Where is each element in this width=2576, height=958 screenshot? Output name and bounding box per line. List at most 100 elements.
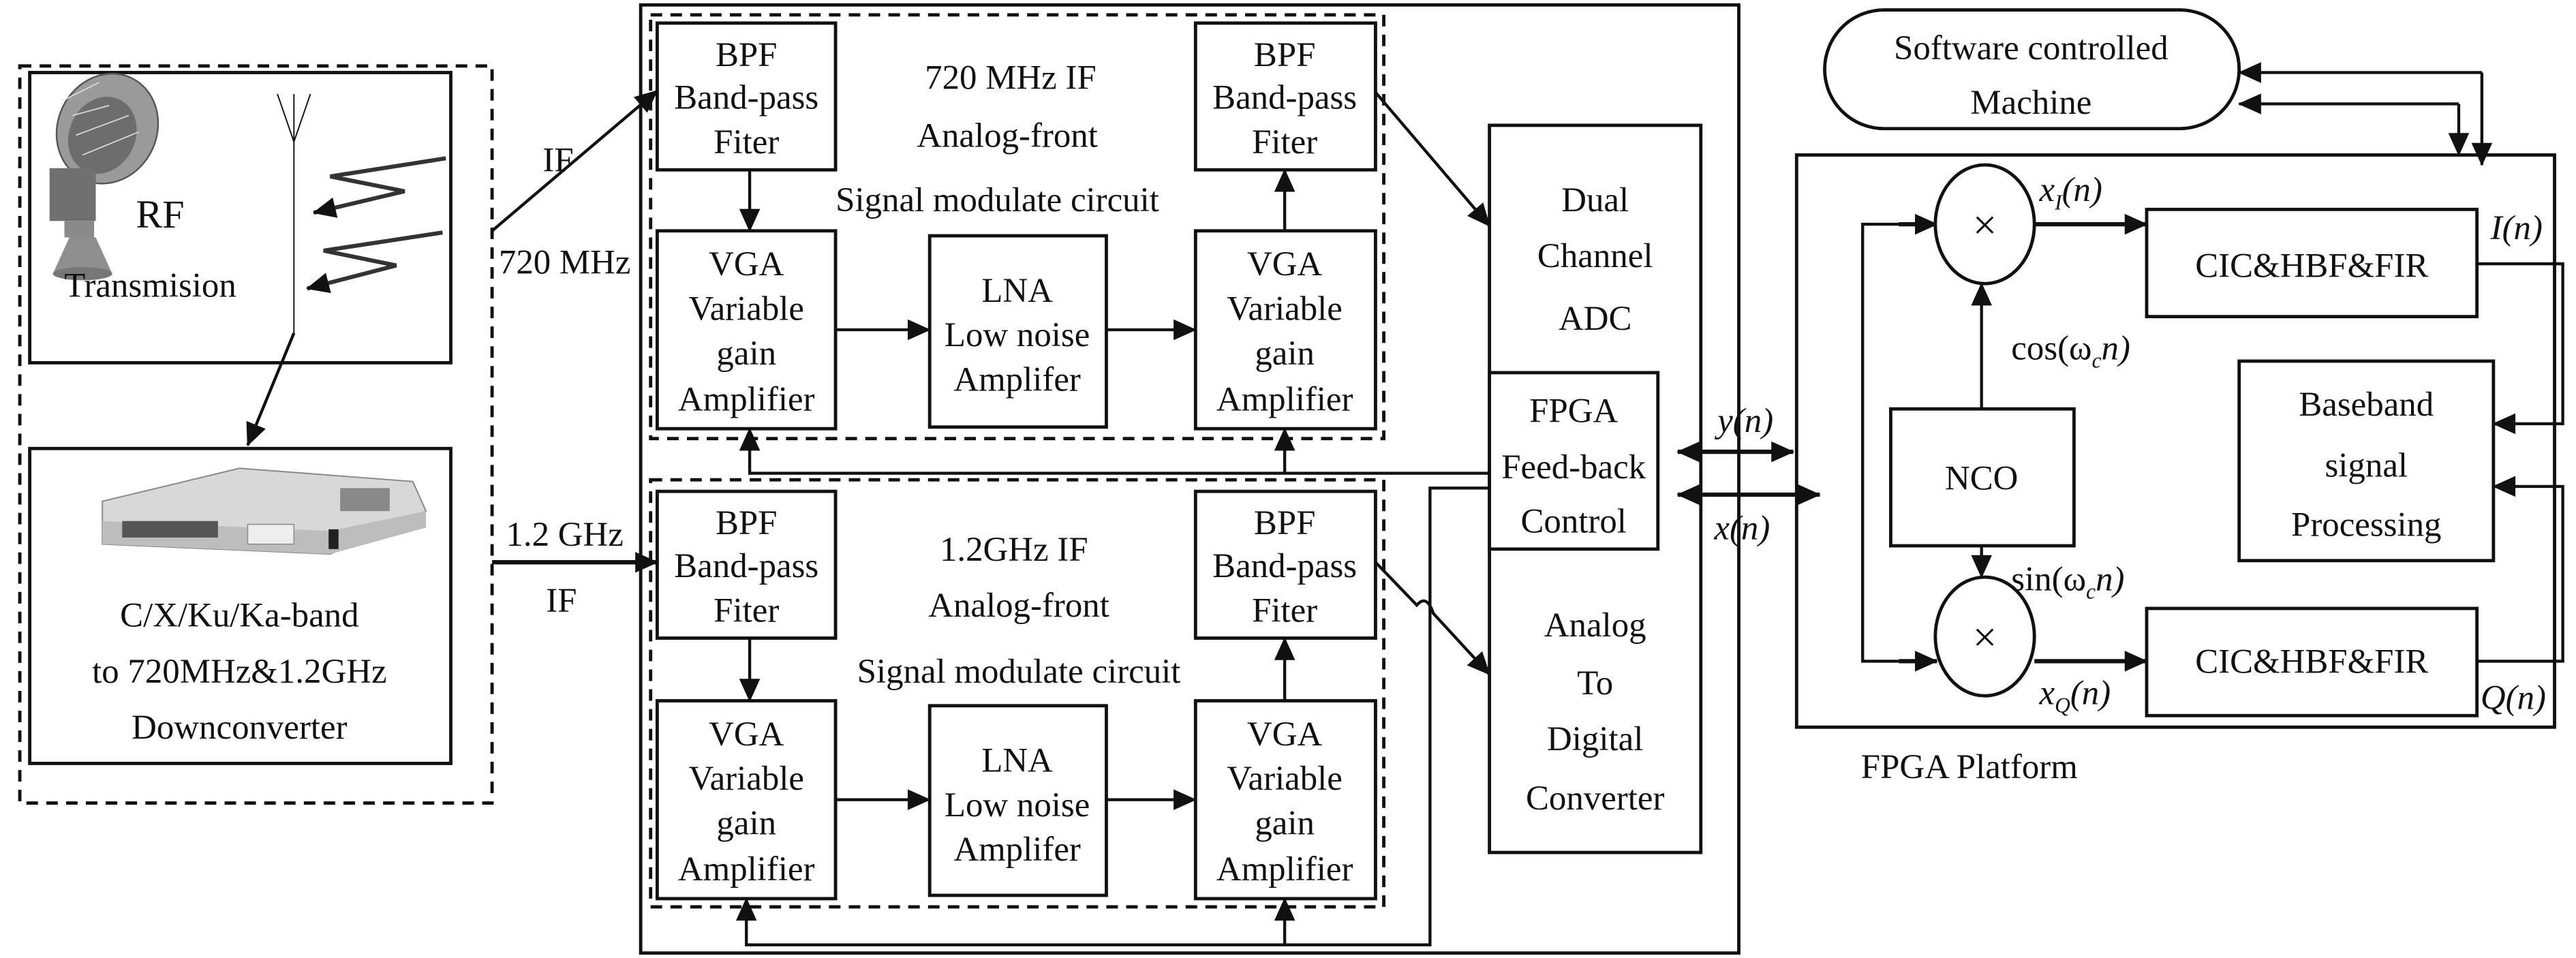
feedback-line-bottom [735, 486, 1490, 946]
feedback-label-feedback: Feed-back [1501, 448, 1646, 486]
vga-desc3: Amplifier [678, 380, 815, 418]
multiply-icon: × [1973, 201, 1997, 249]
vga-output-720[interactable]: VGA Variable gain Amplifier [1193, 229, 1377, 431]
vga-output-1200[interactable]: VGA Variable gain Amplifier [1193, 699, 1377, 901]
multiply-icon: × [1973, 613, 1997, 661]
yn-label: y(n) [1714, 401, 1773, 439]
fpga-platform-frame [1794, 153, 2556, 729]
analog-processing-frame [639, 3, 1741, 955]
bpf-output-1200[interactable]: BPF Band-pass Fiter [1193, 489, 1377, 640]
vga-input-1200[interactable]: VGA Variable gain Amplifier [655, 699, 838, 901]
bpf-desc2: Fiter [1252, 591, 1317, 629]
lna-desc1: Low noise [945, 315, 1090, 354]
cic-hbf-fir-filter-q[interactable]: CIC&HBF&FIR [2145, 606, 2479, 717]
vga-input-720[interactable]: VGA Variable gain Amplifier [655, 229, 838, 431]
vga-desc1: Variable [1227, 290, 1342, 328]
feedback-line-top [739, 427, 1490, 475]
transmission-label: Transmision [64, 266, 236, 305]
bpf-input-720[interactable]: BPF Band-pass Fiter [655, 21, 838, 172]
lna-1200[interactable]: LNA Low noise Amplifer [927, 704, 1108, 897]
vga-label: VGA [709, 245, 784, 283]
vga-desc1: Variable [688, 759, 803, 797]
bpf-desc1: Band-pass [674, 78, 818, 117]
antenna-icon [277, 93, 311, 333]
nco-label: NCO [1945, 459, 2018, 497]
vga-desc2: gain [1255, 334, 1315, 372]
cos-label-sub: c [2092, 349, 2102, 373]
adc-label-digital: Digital [1547, 720, 1643, 758]
if-720mhz-link-arrow [491, 89, 658, 232]
bpf-desc1: Band-pass [1212, 546, 1357, 585]
vga-desc3: Amplifier [1216, 380, 1353, 418]
vga-desc2: gain [1255, 804, 1315, 842]
if-1200-label-above: 1.2 GHz [506, 515, 623, 553]
vga-label: VGA [709, 715, 784, 753]
rf-frontend-dashed-frame [18, 64, 494, 805]
bpf-input-1200[interactable]: BPF Band-pass Fiter [655, 489, 838, 640]
if-720-label-above: IF [542, 141, 573, 179]
analog-front-720-subtitle: Analog-front [917, 116, 1098, 154]
feedback-label-control: Control [1520, 502, 1626, 540]
analog-front-1200-subtitle: Analog-front [928, 586, 1109, 624]
xq-label-pre: x [2038, 673, 2055, 711]
bpf-label: BPF [716, 35, 778, 74]
bpf-output-720[interactable]: BPF Band-pass Fiter [1193, 21, 1377, 172]
sin-label: sin(ωcn) [2011, 559, 2124, 603]
vga-desc3: Amplifier [1216, 850, 1353, 888]
analog-front-720mhz: 720 MHz IF Analog-front Signal modulate … [649, 13, 1385, 441]
filter-q-to-baseband-arrow [2477, 476, 2564, 663]
adc-label-analog: Analog [1544, 606, 1646, 644]
rf-to-downconverter-arrow [246, 333, 296, 446]
vga-label: VGA [1247, 715, 1323, 753]
downconverter-block[interactable]: C/X/Ku/Ka-band to 720MHz&1.2GHz Downconv… [28, 446, 453, 765]
bpf-desc1: Band-pass [1212, 78, 1357, 117]
in-label: I(n) [2490, 208, 2543, 247]
cos-label: cos(ωcn) [2011, 329, 2130, 373]
filter-i-label: CIC&HBF&FIR [2195, 247, 2428, 285]
xq-label-post: (n) [2070, 673, 2111, 711]
lna-720[interactable]: LNA Low noise Amplifer [927, 234, 1108, 429]
if-1200-label-below: IF [546, 581, 577, 619]
vga-desc3: Amplifier [678, 850, 815, 888]
cos-label-pre: cos(ω [2011, 329, 2091, 367]
adc-label-adc: ADC [1559, 299, 1631, 337]
vga-desc1: Variable [688, 290, 803, 328]
analog-front-1200-caption: Signal modulate circuit [857, 652, 1181, 690]
lna-desc1: Low noise [945, 786, 1090, 824]
analog-front-1200-title: 1.2GHz IF [940, 530, 1088, 568]
bpf720-to-adc-arrow [1374, 91, 1491, 227]
analog-front-720-dashed-frame [649, 13, 1385, 441]
mixer-i[interactable]: × [1933, 163, 2036, 285]
cic-hbf-fir-filter-i[interactable]: CIC&HBF&FIR [2145, 207, 2479, 319]
nco-block[interactable]: NCO [1888, 407, 2076, 548]
software-label-1: Software controlled [1894, 29, 2168, 67]
software-label-2: Machine [1970, 83, 2091, 121]
rf-frontend-group: RF Transmision [18, 57, 494, 805]
adc-label-dual: Dual [1561, 181, 1629, 219]
bpf-label: BPF [716, 504, 778, 542]
fpga-feedback-control-block[interactable]: FPGA Feed-back Control [1488, 371, 1660, 551]
lna-desc2: Amplifer [953, 830, 1081, 868]
vga-desc1: Variable [1227, 759, 1342, 797]
rf-transmission-block[interactable]: RF Transmision [28, 57, 453, 365]
downconverter-freq-label: to 720MHz&1.2GHz [92, 652, 386, 690]
feedback-label-fpga: FPGA [1529, 392, 1618, 430]
baseband-processing-block[interactable]: Baseband signal Processing [2237, 359, 2496, 563]
incoming-signal-wave-icon [306, 156, 446, 294]
baseband-label-1: Baseband [2299, 385, 2434, 423]
lna-label: LNA [981, 271, 1053, 309]
xi-label-post: (n) [2062, 170, 2102, 208]
bpf-desc2: Fiter [714, 123, 779, 161]
bpf-label: BPF [1254, 504, 1316, 542]
bpf-desc1: Band-pass [674, 546, 818, 585]
analog-front-1200-dashed-frame [649, 478, 1385, 909]
if-720-label-below: 720 MHz [499, 243, 631, 281]
vga-label: VGA [1247, 245, 1323, 283]
software-controlled-machine[interactable]: Software controlled Machine [1823, 8, 2241, 131]
xq-label: xQ(n) [2038, 673, 2111, 717]
adc-label-channel: Channel [1537, 236, 1653, 275]
radio-telescope-dish-icon [49, 72, 159, 281]
downconverter-band-label: C/X/Ku/Ka-band [120, 596, 358, 634]
bpf-label: BPF [1254, 35, 1316, 74]
